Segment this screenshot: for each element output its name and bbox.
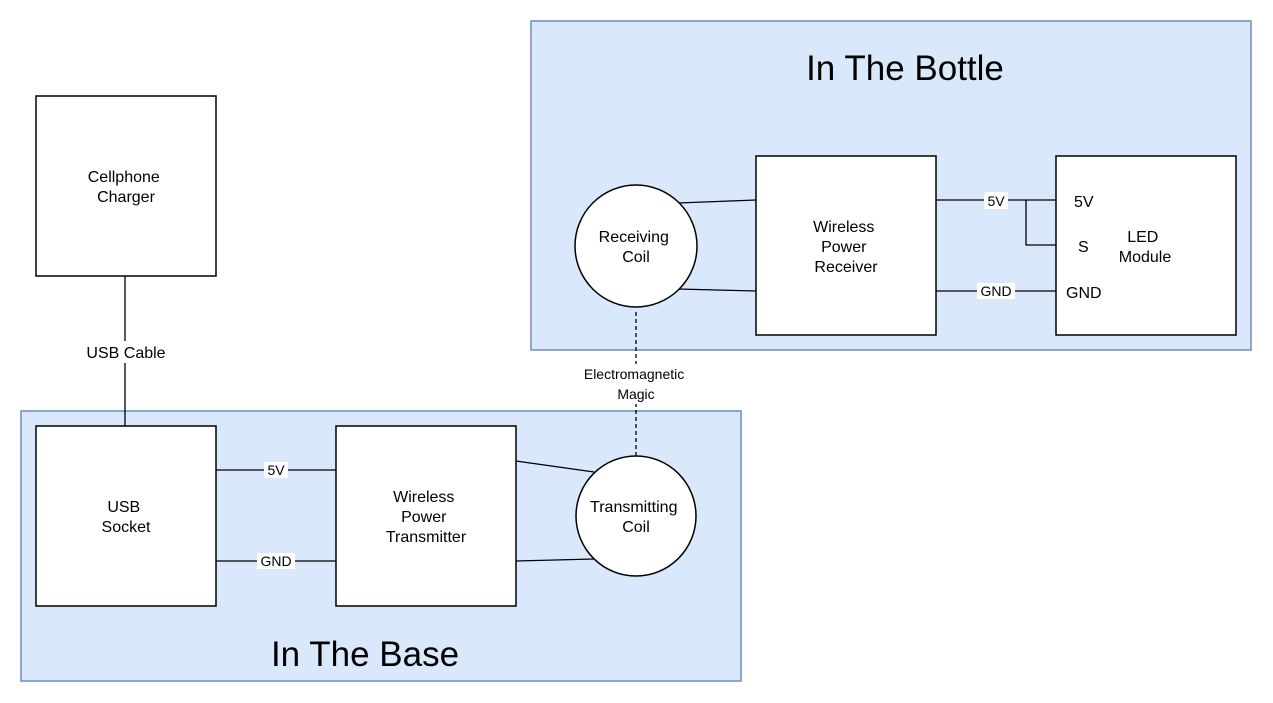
transmitting-coil-circle <box>575 455 697 577</box>
region-bottle-title: In The Bottle <box>806 49 1004 88</box>
power-transmitter-label: Wireless Power Transmitter <box>386 489 467 546</box>
led-pin-s: S <box>1078 239 1089 256</box>
receiving-coil-circle <box>574 184 698 308</box>
tx-coil-top-wire <box>515 460 595 473</box>
power-receiver-label: Wireless Power Receiver <box>813 219 879 276</box>
base-5v-label: 5V <box>267 462 285 478</box>
em-link-label: Electromagnetic Magic <box>584 366 688 402</box>
usb-cable-label: USB Cable <box>86 345 165 362</box>
led-pin-5v: 5V <box>1074 194 1094 211</box>
led-module-label: LED Module <box>1119 229 1172 266</box>
receiving-coil-label: Receiving Coil <box>599 229 674 266</box>
cellphone-charger-label: Cellphone Charger <box>88 169 165 206</box>
rx-coil-top-wire <box>677 199 757 204</box>
power-transmitter-box <box>335 425 517 607</box>
cellphone-charger-box <box>35 95 217 277</box>
led-s-jumper <box>1025 200 1056 246</box>
power-receiver-box <box>755 155 937 336</box>
led-pin-gnd: GND <box>1066 285 1102 302</box>
usb-socket-box <box>35 425 217 607</box>
usb-socket-label: USB Socket <box>102 499 151 536</box>
bottle-gnd-label: GND <box>980 283 1011 299</box>
transmitting-coil-label: Transmitting Coil <box>590 499 682 536</box>
led-module-box <box>1055 155 1237 336</box>
bottle-5v-label: 5V <box>987 193 1005 209</box>
tx-coil-bottom-wire <box>515 558 595 562</box>
region-base-title: In The Base <box>271 635 459 674</box>
base-gnd-label: GND <box>260 553 291 569</box>
rx-coil-bottom-wire <box>677 288 757 292</box>
